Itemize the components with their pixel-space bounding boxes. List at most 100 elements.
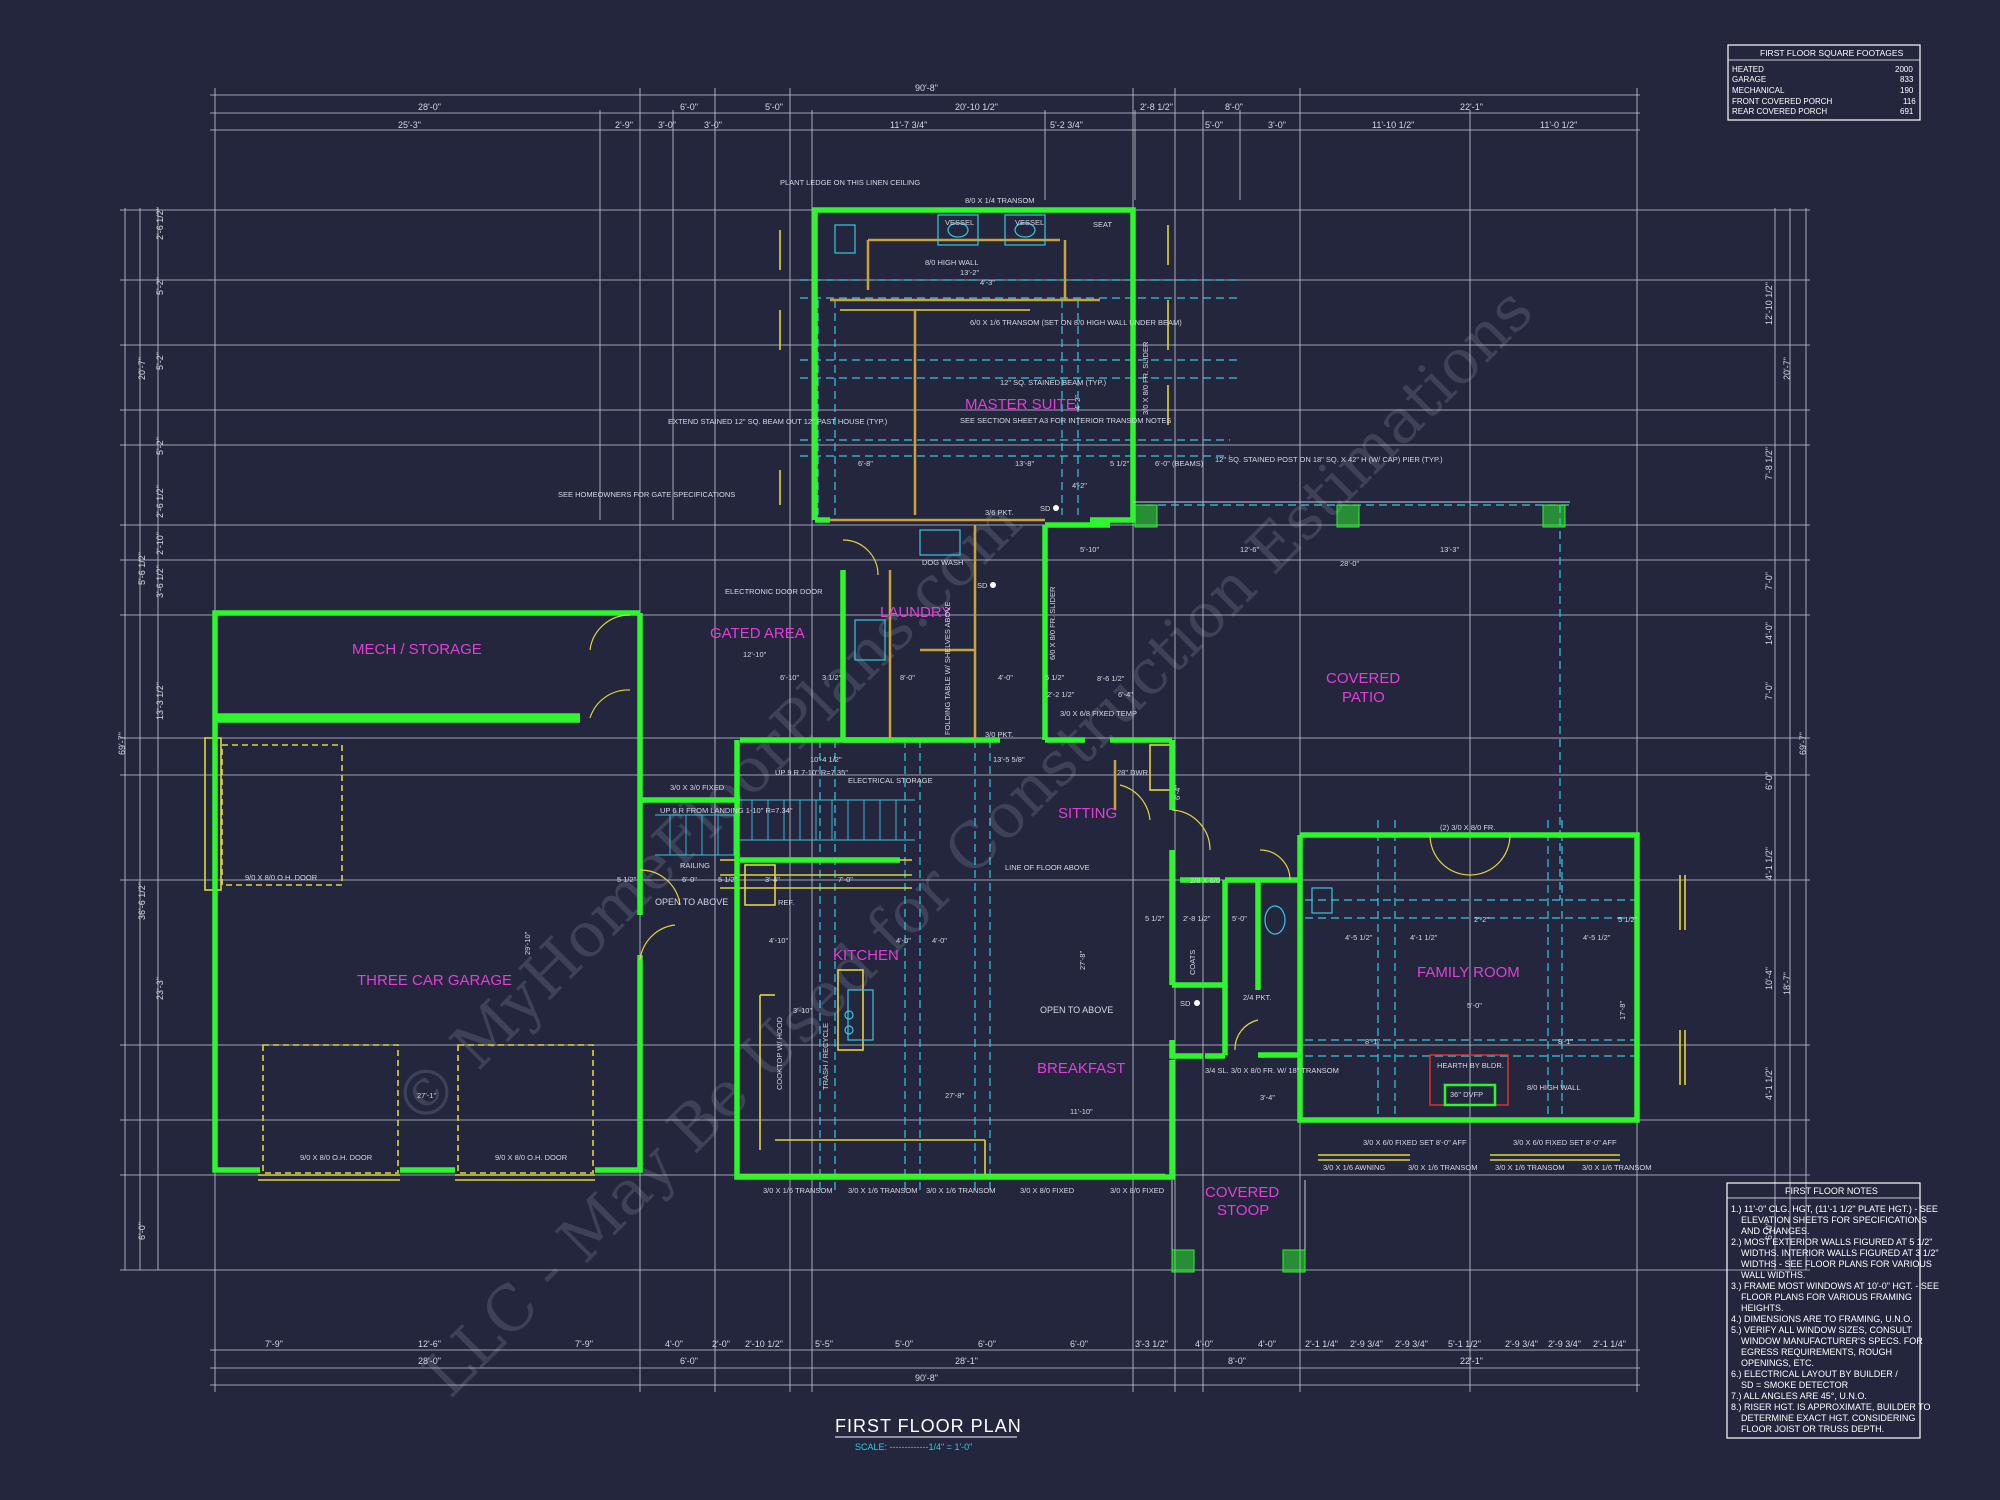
dim-bottom-1-13: 2'-1 1/4" [1305,1339,1338,1349]
callout-transom-5: 3/0 X 1/6 TRANSOM [1495,1163,1564,1172]
dim-bottom-1-18: 2'-9 3/4" [1548,1339,1581,1349]
callout-stained-beam: 12" SQ. STAINED BEAM (TYP.) [1000,378,1107,387]
plumbing-fixtures [834,214,1333,1041]
interior-walls [830,238,1117,810]
fireplace [1429,1054,1509,1107]
idim-4: 5 1/2" [1110,459,1130,468]
callout-up-landing: UP 6 R FROM LANDING 1-10" R=7.34" [660,806,793,815]
idim-21: 13'-5 5/8" [993,755,1025,764]
callout-cooktop: COOKTOP W/ HOOD [775,1016,784,1090]
dim-bottom-2-2: 28'-1" [955,1356,978,1366]
dim-left-10: 6'-0" [137,1222,147,1240]
idim-41: 4'-1 1/2" [1410,933,1438,942]
dim-right-8: 4'-1 1/2" [1764,1067,1774,1100]
callout-transom-beam: 6/0 X 1/6 TRANSOM (SET ON 8/0 HIGH WALL … [970,318,1182,327]
dim-right-7: 10'-4" [1764,967,1774,990]
dim-top-1-2: 5'-0" [765,102,783,112]
callout-vessel-2: VESSEL [1015,218,1044,227]
callout-door-size: 2/8 X 6/0 [1190,876,1220,885]
idim-14: 3 1/2" [822,673,842,682]
idim-23: 3'-4" [765,875,780,884]
patio-posts [1133,501,1570,1273]
room-covered-stoop-2: STOOP [1217,1202,1269,1219]
dimensions-left: 2'-6 1/2" 5'-2" 5'-2" 5'-2" 2'-6 1/2" 2'… [117,207,165,1240]
dimensions-top: 90'-8" 28'-0" 6'-0" 5'-0" 20'-10 1/2" 2'… [398,83,1577,130]
idim-45: 8'-1" [1365,1037,1380,1046]
callout-fixed-1: 3/0 X 8/0 FIXED [1020,1186,1075,1195]
dim-bottom-1-9: 6'-0" [1070,1339,1088,1349]
dim-right-4: 7'-0" [1764,682,1774,700]
dim-left-7: 13'-3 1/2" [155,682,165,720]
idim-3: 13'-8" [1015,459,1034,468]
idim-29: 4'-0" [896,936,911,945]
notes-line-2: AND CHANGES. [1741,1226,1810,1236]
dim-bottom-1-5: 2'-10 1/2" [745,1339,783,1349]
dim-bottom-1-10: 3'-3 1/2" [1135,1339,1168,1349]
dim-top-2-0: 25'-3" [398,120,421,130]
callout-ref: REF. [778,898,794,907]
notes-line-19: DETERMINE EXACT HGT. CONSIDERING [1741,1413,1915,1423]
callout-transom-6: 3/0 X 1/6 TRANSOM [1582,1163,1651,1172]
dim-bottom-overall: 90'-8" [915,1373,938,1383]
notes-line-15: 6.) ELECTRICAL LAYOUT BY BUILDER / [1731,1369,1898,1379]
dim-top-2-5: 5'-2 3/4" [1050,120,1083,130]
master-note: SEE SECTION SHEET A3 FOR INTERIOR TRANSO… [960,416,1171,425]
callout-stained-post: 12" SQ. STAINED POST ON 18" SQ. X 42" H … [1215,455,1443,464]
notes-line-16: SD = SMOKE DETECTOR [1741,1380,1849,1390]
idim-22: 10'-4 1/2" [810,755,842,764]
idim-40: 4'-5 1/2" [1345,933,1373,942]
idim-6: 4'-2" [1072,481,1087,490]
sqft-label-1: GARAGE [1732,75,1766,84]
notes-line-13: EGRESS REQUIREMENTS, ROUGH [1741,1347,1892,1357]
dim-bottom-1-17: 2'-9 3/4" [1505,1339,1538,1349]
dimensions-bottom: 7'-9" 12'-6" 7'-9" 4'-0" 2'-0" 2'-10 1/2… [265,1339,1626,1383]
notes-line-9: HEIGHTS. [1741,1303,1784,1313]
idim-38: 2'-8 1/2" [1183,914,1211,923]
idim-11: 13'-3" [1440,545,1459,554]
sqft-value-4: 691 [1900,107,1914,116]
dim-left-outer-0: 20'-7" [137,357,147,380]
notes-line-18: 8.) RISER HGT. IS APPROXIMATE, BUILDER T… [1731,1402,1931,1412]
sqft-value-1: 833 [1900,75,1914,84]
callout-trash: TRASH / RECYCLE [821,1023,830,1090]
notes-line-1: ELEVATION SHEETS FOR SPECIFICATIONS [1741,1215,1927,1225]
dimensions-right: 12'-10 1/2" 7'-8 1/2" 7'-0" 14'-0" 7'-0"… [1764,282,1808,1240]
dim-right-3: 14'-0" [1764,622,1774,645]
idim-10: 28'-0" [1340,559,1359,568]
idim-24: 7'-0" [838,875,853,884]
callout-extend-beam: EXTEND STAINED 12" SQ. BEAM OUT 12" PAST… [668,417,888,426]
idim-48: 3'-4" [1260,1093,1275,1102]
idim-50: 5 1/2" [1618,915,1638,924]
dim-left-8: 36'-6 1/2" [137,882,147,920]
notes-line-0: 1.) 11'-0" CLG. HGT, (11'-1 1/2" PLATE H… [1731,1204,1938,1214]
dim-left-1: 5'-2" [155,277,165,295]
callout-fixed-temp: 3/0 X 6/8 FIXED TEMP [1060,709,1137,718]
dim-top-2-1: 2'-9" [615,120,633,130]
notes-line-17: 7.) ALL ANGLES ARE 45°, U.N.O. [1731,1391,1867,1401]
idim-31: 27'-8" [1078,951,1087,970]
idim-39: 5'-0" [1232,914,1247,923]
dim-top-1-0: 28'-0" [418,102,441,112]
dim-left-2: 5'-2" [155,352,165,370]
dim-bottom-1-14: 2'-9 3/4" [1350,1339,1383,1349]
dim-left-0: 2'-6 1/2" [155,207,165,240]
callout-oh-door-side: 9/0 X 8/0 O.H. DOOR [245,873,318,882]
dim-right-0: 12'-10 1/2" [1764,282,1774,325]
sqft-label-2: MECHANICAL [1732,86,1785,95]
room-labels: MASTER SUITE SEE SECTION SHEET A3 FOR IN… [352,396,1520,1219]
idim-7: 4'-2" [1073,395,1082,410]
idim-15: 8'-0" [900,673,915,682]
idim-36: 6'-4" [1173,785,1182,800]
callout-pocket-1: 3/6 PKT. [985,508,1013,517]
dim-top-2-8: 11'-10 1/2" [1372,120,1414,130]
dim-top-1-4: 2'-8 1/2" [1140,102,1173,112]
label-coats: COATS [1188,950,1197,975]
sqft-label-3: FRONT COVERED PORCH [1732,97,1833,106]
callout-slider-2: 6/0 X 8/0 FR. SLIDER [1048,586,1057,660]
dim-bottom-1-12: 4'-0" [1258,1339,1276,1349]
stairs [655,799,915,856]
callout-hearth: HEARTH BY BLDR. [1437,1061,1504,1070]
callout-slider-1: 3/0 X 8/0 FR. SLIDER [1141,341,1150,415]
dim-top-2-3: 3'-0" [704,120,722,130]
